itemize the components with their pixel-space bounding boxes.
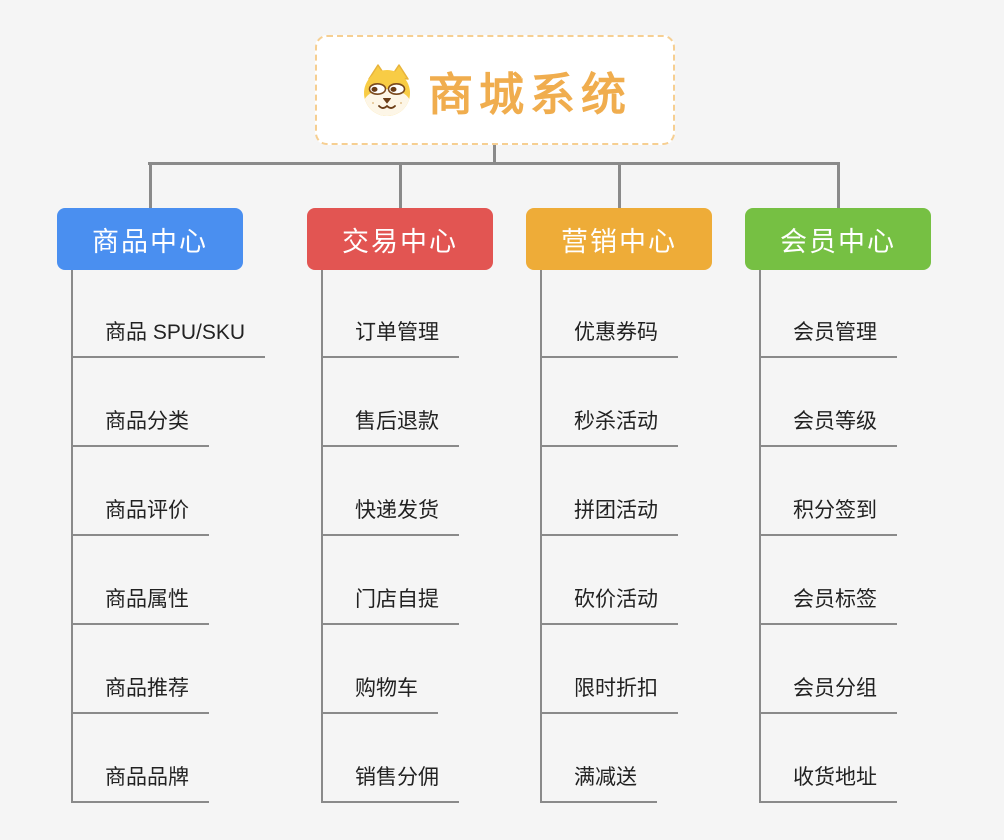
connector-drop-3	[617, 162, 621, 208]
dog-face-icon	[363, 64, 410, 116]
topic-node[interactable]: 售后退款	[321, 407, 459, 447]
connector-root-vertical	[493, 145, 496, 163]
connector-drop-4	[836, 162, 840, 208]
topic-node[interactable]: 销售分佣	[321, 763, 459, 803]
topic-node[interactable]: 收货地址	[759, 763, 897, 803]
branch-node-2[interactable]: 交易中心	[307, 208, 493, 270]
branch-column-3: 营销中心优惠券码秒杀活动拼团活动砍价活动限时折扣满减送	[526, 208, 776, 803]
connector-horizontal-bar	[148, 162, 840, 165]
branch-node-1[interactable]: 商品中心	[57, 208, 243, 270]
topic-node[interactable]: 订单管理	[321, 318, 459, 358]
topic-node[interactable]: 限时折扣	[540, 674, 678, 714]
topic-node[interactable]: 商品 SPU/SKU	[71, 318, 266, 358]
topic-node[interactable]: 商品分类	[71, 407, 209, 447]
topic-node[interactable]: 商品品牌	[71, 763, 209, 803]
topic-node[interactable]: 商品属性	[71, 585, 209, 625]
topic-node[interactable]: 秒杀活动	[540, 407, 678, 447]
root-node[interactable]: 商城系统	[315, 35, 675, 145]
topic-node[interactable]: 会员标签	[759, 585, 897, 625]
topic-node[interactable]: 砍价活动	[540, 585, 678, 625]
root-title: 商城系统	[427, 68, 632, 120]
branch-column-2: 交易中心订单管理售后退款快递发货门店自提购物车销售分佣	[307, 208, 557, 803]
topic-node[interactable]: 商品推荐	[71, 674, 209, 714]
branch-column-1: 商品中心商品 SPU/SKU 商品分类商品评价商品属性商品推荐商品品牌	[57, 208, 307, 803]
branch-node-3[interactable]: 营销中心	[526, 208, 712, 270]
topic-node[interactable]: 满减送	[540, 763, 657, 803]
topic-node[interactable]: 门店自提	[321, 585, 459, 625]
topic-node[interactable]: 快递发货	[321, 496, 459, 536]
topic-node[interactable]: 商品评价	[71, 496, 209, 536]
topic-node[interactable]: 会员管理	[759, 318, 897, 358]
topic-node[interactable]: 优惠券码	[540, 318, 678, 358]
topic-node[interactable]: 会员等级	[759, 407, 897, 447]
branch-column-4: 会员中心会员管理会员等级积分签到会员标签会员分组收货地址	[745, 208, 995, 803]
topic-node[interactable]: 会员分组	[759, 674, 897, 714]
topic-node[interactable]: 购物车	[321, 674, 438, 714]
connector-drop-1	[148, 162, 152, 208]
topic-node[interactable]: 积分签到	[759, 496, 897, 536]
branch-node-4[interactable]: 会员中心	[745, 208, 931, 270]
connector-drop-2	[398, 162, 402, 208]
topic-node[interactable]: 拼团活动	[540, 496, 678, 536]
